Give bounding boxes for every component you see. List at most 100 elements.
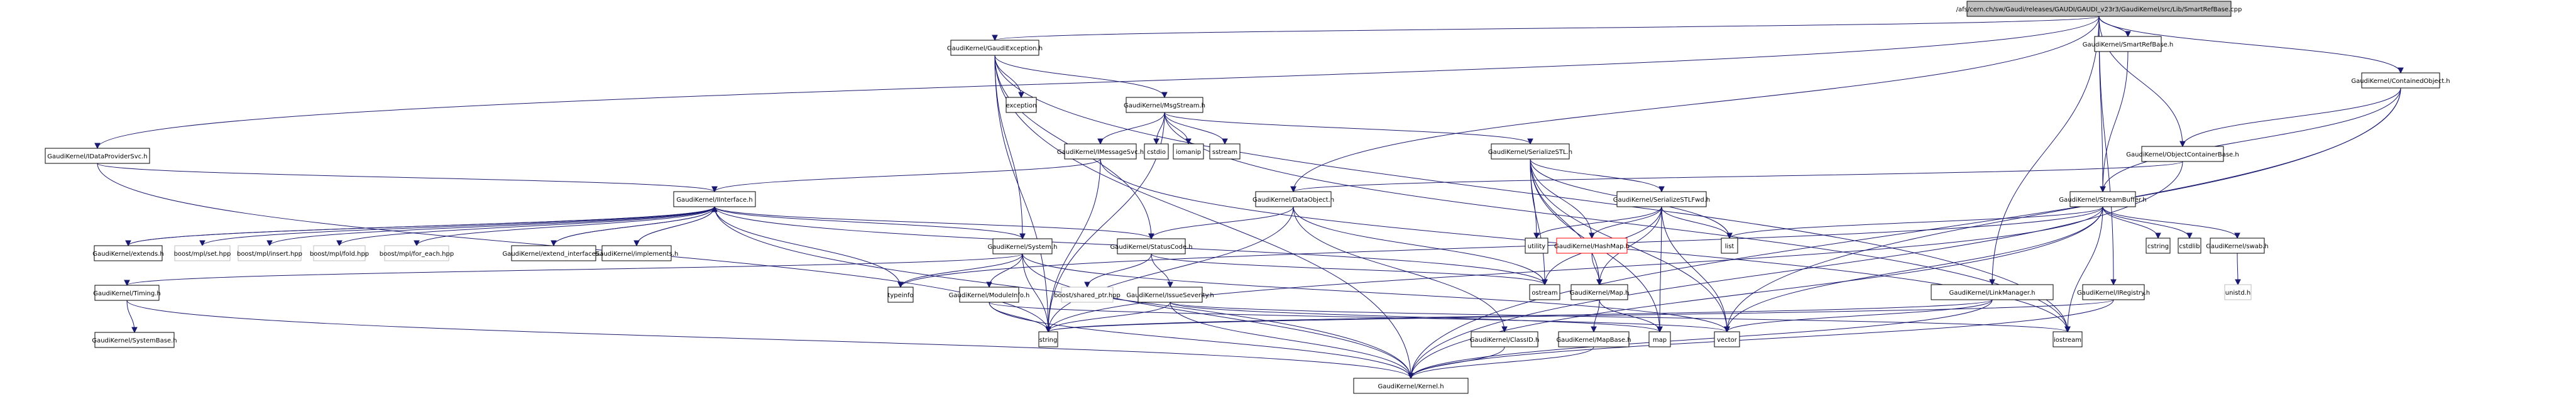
node-gaudikernel-linkmanager-h[interactable]: GaudiKernel/LinkManager.h — [1931, 284, 2054, 300]
edge-line — [900, 206, 2103, 288]
node-box — [673, 191, 756, 207]
node-vector[interactable]: vector — [1714, 331, 1740, 347]
edge-GaudiException-to-MsgStream — [994, 55, 1168, 99]
node-exception[interactable]: exception — [1006, 97, 1037, 113]
node-cstring[interactable]: cstring — [2146, 238, 2171, 254]
node-gaudikernel-smartrefbase-h[interactable]: GaudiKernel/SmartRefBase.h — [2083, 36, 2173, 52]
node-gaudikernel-dataobject-h[interactable]: GaudiKernel/DataObject.h — [1252, 191, 1334, 207]
edge-line — [714, 206, 901, 288]
edge-line — [1048, 299, 1993, 332]
edge-line — [1170, 302, 1660, 332]
arrowhead-icon — [1153, 138, 1159, 145]
node-box — [1966, 1, 2232, 17]
edge-IInterface-to-mplfold — [336, 206, 715, 247]
edge-line — [989, 253, 1023, 288]
node-gaudikernel-msgstream-h[interactable]: GaudiKernel/MsgStream.h — [1124, 97, 1205, 113]
edge-SerializeSTLFwd-to-list — [1661, 206, 1733, 239]
node-gaudikernel-serializestl-h[interactable]: GaudiKernel/SerializeSTL.h — [1488, 143, 1572, 160]
node-box — [1064, 143, 1137, 160]
node-gaudikernel-streambuffer-h[interactable]: GaudiKernel/StreamBuffer.h — [2059, 191, 2147, 207]
node-iostream[interactable]: iostream — [2053, 331, 2083, 347]
node-label: boost/mpl/fold.hpp — [310, 251, 369, 258]
node-gaudikernel-idataprovidersvc-h[interactable]: GaudiKernel/IDataProviderSvc.h — [45, 148, 150, 164]
node-label: GaudiKernel/IInterface.h — [676, 197, 752, 204]
node-label: GaudiKernel/DataObject.h — [1252, 197, 1334, 204]
edge-line — [994, 55, 1165, 98]
node-label: iostream — [2054, 337, 2081, 344]
edge-line — [1087, 253, 1152, 288]
node-gaudikernel-swab-h[interactable]: GaudiKernel/swab.h — [2206, 238, 2269, 254]
node-iomanip[interactable]: iomanip — [1173, 143, 1204, 160]
node-ostream[interactable]: ostream — [1529, 284, 1560, 300]
edge-line — [1170, 302, 1411, 379]
node-label: string — [1039, 337, 1058, 344]
edge-System-to-Timing — [124, 253, 1023, 287]
node-gaudikernel-extends-h[interactable]: GaudiKernel/extends.h — [92, 245, 164, 261]
arrowhead-icon — [1724, 326, 1730, 333]
edge-line — [2102, 206, 2190, 239]
node-box — [2069, 191, 2136, 207]
node-gaudikernel-hashmap-h[interactable]: GaudiKernel/HashMap.h — [1554, 238, 1630, 254]
node-box — [1570, 284, 1628, 300]
node-box — [1931, 284, 2054, 300]
edge-line — [1048, 302, 1171, 332]
edge-StatusCode-to-IssueSeverity — [1151, 253, 1173, 288]
node-gaudikernel-map-h[interactable]: GaudiKernel/Map.h — [1570, 284, 1630, 300]
arrowhead-icon — [1018, 92, 1024, 99]
node-box — [1648, 331, 1671, 347]
edge-line — [1530, 158, 1662, 192]
node-utility[interactable]: utility — [1525, 238, 1548, 254]
node-gaudikernel-imessagesvc-h[interactable]: GaudiKernel/IMessageSvc.h — [1057, 143, 1144, 160]
node-label: GaudiKernel/SerializeSTL.h — [1488, 149, 1572, 156]
node-gaudikernel-systembase-h[interactable]: GaudiKernel/SystemBase.h — [92, 332, 177, 348]
arrowhead-icon — [2398, 67, 2404, 74]
node-gaudikernel-gaudiexception-h[interactable]: GaudiKernel/GaudiException.h — [947, 40, 1043, 56]
node-cstdlib[interactable]: cstdlib — [2178, 238, 2201, 254]
node-map[interactable]: map — [1648, 331, 1671, 347]
node-gaudikernel-kernel-h[interactable]: GaudiKernel/Kernel.h — [1353, 378, 1469, 394]
node-gaudikernel-classid-h[interactable]: GaudiKernel/ClassID.h — [1470, 331, 1540, 347]
node-gaudikernel-timing-h[interactable]: GaudiKernel/Timing.h — [93, 285, 161, 301]
node-sstream[interactable]: sstream — [1209, 143, 1241, 160]
node-gaudikernel-extend-interfaces-h[interactable]: GaudiKernel/extend_interfaces.h — [502, 245, 605, 261]
edge-StreamBuffer-to-list — [1726, 206, 2103, 239]
edge-line — [1661, 206, 1728, 332]
arrowhead-icon — [266, 240, 273, 247]
node-afs-cern-ch-sw-gaudi-releases-gaudi-gaudi-v23r3-gaudikernel-src-lib-smartrefbase-cpp[interactable]: /afs/cern.ch/sw/Gaudi/releases/GAUDI/GAU… — [1956, 1, 2242, 17]
node-label: GaudiKernel/IssueSeverity.h — [1126, 292, 1214, 299]
node-gaudikernel-moduleinfo-h[interactable]: GaudiKernel/ModuleInfo.h — [949, 287, 1030, 303]
node-gaudikernel-system-h[interactable]: GaudiKernel/System.h — [988, 238, 1058, 254]
node-gaudikernel-containedobject-h[interactable]: GaudiKernel/ContainedObject.h — [2351, 72, 2450, 89]
edge-DataObject-to-StatusCode — [1148, 206, 1294, 240]
node-gaudikernel-statuscode-h[interactable]: GaudiKernel/StatusCode.h — [1110, 238, 1193, 254]
node-gaudikernel-issueseverity-h[interactable]: GaudiKernel/IssueSeverity.h — [1126, 287, 1214, 303]
node-gaudikernel-serializestlfwd-h[interactable]: GaudiKernel/SerializeSTLFwd.h — [1613, 191, 1710, 207]
edge-line — [1048, 206, 1294, 332]
node-gaudikernel-implements-h[interactable]: GaudiKernel/implements.h — [595, 245, 679, 261]
arrowhead-icon — [1533, 232, 1540, 239]
node-label: GaudiKernel/MapBase.h — [1556, 337, 1631, 344]
edge-line — [126, 300, 1411, 379]
node-typeinfo[interactable]: typeinfo — [887, 287, 914, 303]
edge-line — [2102, 206, 2159, 239]
node-box — [2224, 284, 2252, 300]
node-gaudikernel-mapbase-h[interactable]: GaudiKernel/MapBase.h — [1556, 331, 1631, 347]
edge-line — [2102, 51, 2129, 192]
edge-line — [636, 206, 715, 246]
node-gaudikernel-iregistry-h[interactable]: GaudiKernel/IRegistry.h — [2077, 284, 2150, 300]
node-cstdio[interactable]: cstdio — [1144, 143, 1169, 160]
edge-line — [2098, 16, 2114, 285]
arrowhead-icon — [1167, 281, 1173, 288]
edge-line — [1530, 158, 1600, 285]
edge-StreamBuffer-to-cstdlib — [2102, 206, 2193, 239]
node-string[interactable]: string — [1038, 331, 1058, 347]
node-gaudikernel-iinterface-h[interactable]: GaudiKernel/IInterface.h — [673, 191, 756, 207]
arrowhead-icon — [1148, 233, 1154, 240]
node-list[interactable]: list — [1721, 238, 1738, 254]
edge-line — [714, 158, 1101, 192]
node-gaudikernel-objectcontainerbase-h[interactable]: GaudiKernel/ObjectContainerBase.h — [2126, 146, 2239, 162]
edge-line — [900, 253, 1023, 288]
node-box — [2178, 238, 2201, 254]
edge-line — [128, 206, 715, 246]
node-box — [1525, 238, 1548, 254]
